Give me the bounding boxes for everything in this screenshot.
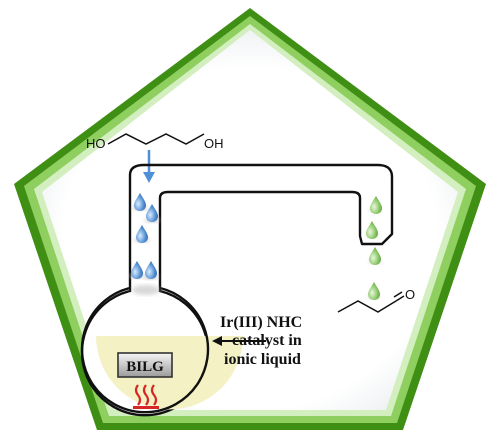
catalyst-annotation: Ir(III) NHC catalyst in ionic liquid [212,314,302,368]
reactant-droplets [130,193,160,295]
droplet-icon [368,282,380,300]
reactant-ho-label: HO [86,136,106,151]
droplet-icon [369,247,381,265]
product-oxygen-label: O [405,287,415,302]
reactant-structure: HO OH [86,133,224,151]
catalyst-label-line3: ionic liquid [224,351,301,368]
droplet-icon [366,221,378,239]
heat-waves-icon [133,384,159,409]
droplet-icon [130,261,144,279]
product-droplets [366,196,382,300]
droplet-icon [135,225,149,243]
catalyst-label-line2: catalyst in [232,332,302,349]
droplet-icon [145,204,159,223]
droplet-icon [133,193,147,211]
droplet-icon [369,196,382,214]
feed-arrow [143,150,155,183]
distillation-tube [128,163,394,282]
bilg-label: BILG [126,359,164,375]
bilg-block: BILG [117,352,173,378]
reactant-oh-label: OH [204,136,224,151]
droplet-icon [144,261,158,280]
flask-bulb [80,286,210,414]
product-structure: O [337,287,415,313]
catalyst-label-line1: Ir(III) NHC [220,314,302,331]
